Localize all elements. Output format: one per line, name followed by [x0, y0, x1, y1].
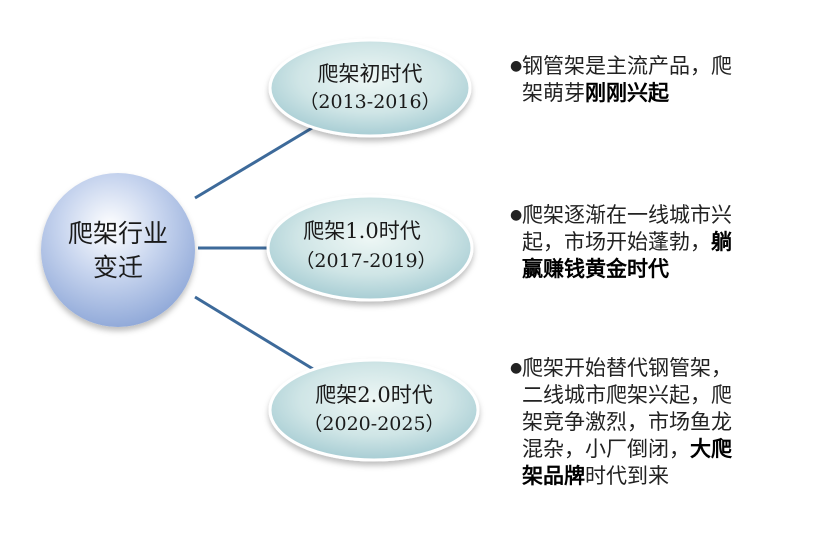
root-node: 爬架行业 变迁 [41, 173, 195, 327]
bullet-icon: ● [510, 58, 523, 74]
era-1-name: 爬架初时代 [318, 62, 423, 86]
era-2-desc-highlight-b: 赢赚钱黄金时代 [522, 257, 669, 281]
bullet-icon: ● [510, 207, 523, 223]
era-3-description: ●爬架开始替代钢管架， 二线城市爬架兴起，爬 架竞争激烈，市场鱼龙 混杂，小厂倒… [510, 355, 786, 490]
root-label-line1: 爬架行业 [68, 219, 168, 248]
era-node-1: 爬架初时代 （2013-2016） [268, 38, 472, 138]
era-2-desc-line2: 起，市场开始蓬勃， [522, 230, 711, 254]
era-1-desc-line2: 架萌芽 [522, 81, 585, 105]
era-3-desc-line3: 架竞争激烈，市场鱼龙 [522, 410, 732, 434]
era-3-desc-highlight-a: 大爬 [690, 437, 732, 461]
connector-era-1 [194, 126, 313, 200]
era-1-years: （2013-2016） [299, 91, 440, 113]
era-3-desc-line5: 时代到来 [585, 464, 669, 488]
era-2-name: 爬架1.0时代 [303, 219, 420, 243]
era-3-years: （2020-2025） [303, 413, 444, 435]
era-3-desc-line4: 混杂，小厂倒闭， [522, 437, 690, 461]
root-label-line2: 变迁 [93, 253, 143, 282]
era-1-desc-highlight: 刚刚兴起 [585, 81, 669, 105]
era-3-desc-line1: 爬架开始替代钢管架， [522, 356, 732, 380]
era-1-desc-line1: 钢管架是主流产品，爬 [522, 54, 732, 78]
era-3-name: 爬架2.0时代 [315, 383, 432, 407]
bullet-icon: ● [510, 360, 523, 376]
era-2-desc-highlight-a: 躺 [711, 230, 732, 254]
era-2-years: （2017-2019） [295, 250, 436, 272]
era-node-3: 爬架2.0时代 （2020-2025） [268, 358, 480, 462]
era-3-desc-line2: 二线城市爬架兴起，爬 [522, 383, 732, 407]
era-1-description: ●钢管架是主流产品，爬 架萌芽刚刚兴起 [510, 53, 786, 107]
era-3-desc-highlight-b: 架品牌 [522, 464, 585, 488]
era-2-desc-line1: 爬架逐渐在一线城市兴 [522, 203, 732, 227]
connector-era-3 [194, 295, 319, 374]
era-2-description: ●爬架逐渐在一线城市兴 起，市场开始蓬勃，躺 赢赚钱黄金时代 [510, 202, 786, 283]
era-node-2: 爬架1.0时代 （2017-2019） [266, 194, 474, 302]
